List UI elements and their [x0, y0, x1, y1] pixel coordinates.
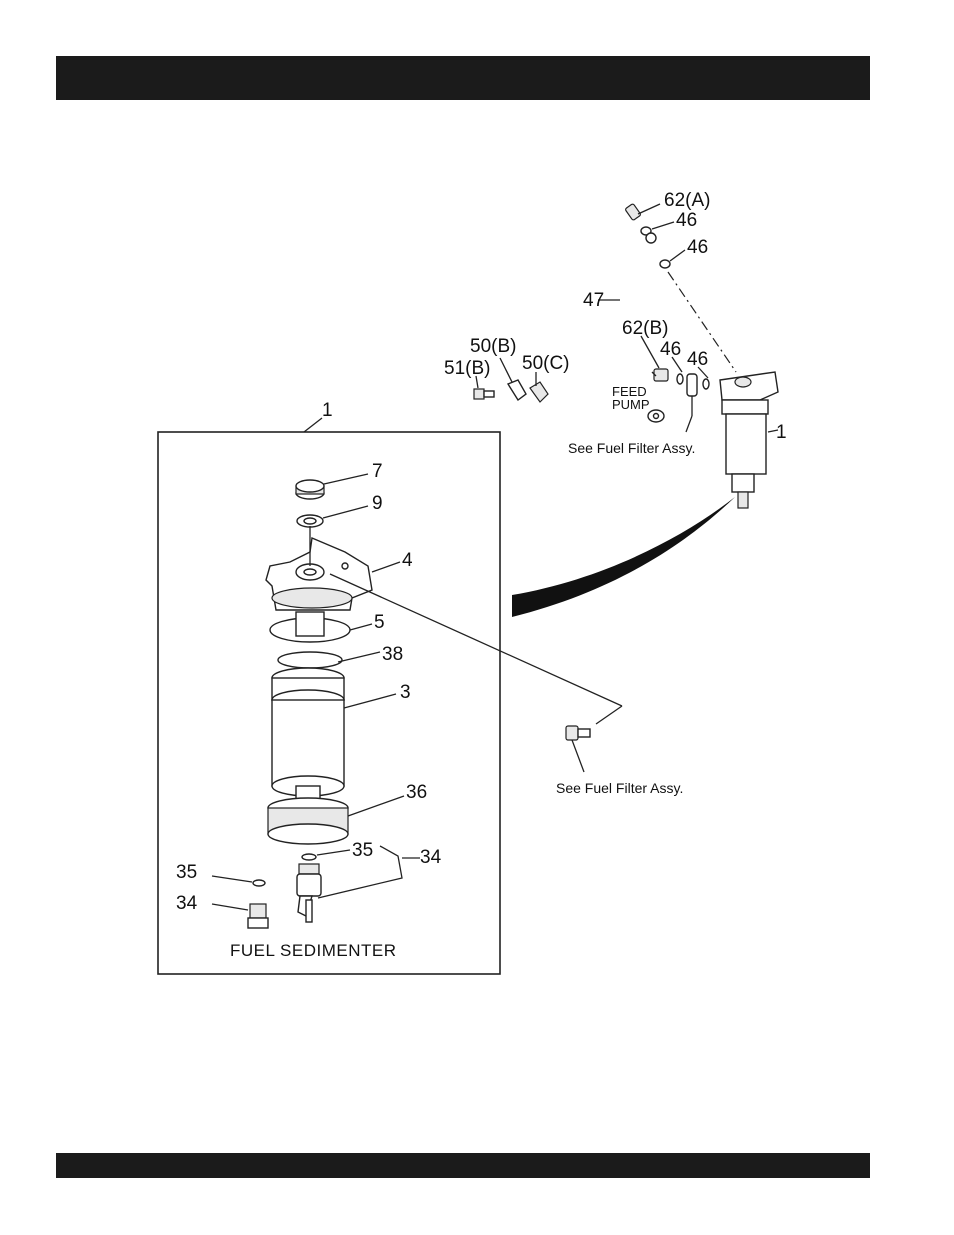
- part-46-washer-mid-a: [677, 374, 683, 384]
- callout-46-mid-b: 46: [687, 349, 708, 370]
- callout-1-box: 1: [322, 400, 333, 421]
- part-35-oring-upper: [302, 854, 316, 860]
- callout-50b: 50(B): [470, 336, 516, 357]
- callout-7: 7: [372, 461, 383, 482]
- part-3-bowl: [272, 668, 396, 804]
- part-34-drain-valve: [297, 864, 321, 922]
- part-5-oring: [270, 612, 372, 642]
- sedimenter-exploded-view: [158, 418, 622, 974]
- reference-arrow: [512, 497, 735, 617]
- part-62a-fitting: [625, 203, 660, 220]
- part-36-retaining-ring: [268, 796, 404, 844]
- part-51b-bolt: [474, 376, 494, 399]
- part-46-washer-mid-b: [703, 379, 709, 389]
- see-fuel-filter-note-bottom: See Fuel Filter Assy.: [556, 780, 683, 796]
- remote-bolt: [566, 726, 590, 772]
- part-38-ring: [278, 652, 380, 668]
- callout-62b: 62(B): [622, 318, 668, 339]
- fuel-filter-assembly-small: [720, 372, 778, 508]
- part-35-oring-lower: [253, 880, 265, 886]
- callout-46-mid-a: 46: [660, 339, 681, 360]
- callout-35-lower: 35: [176, 862, 197, 883]
- footer-bar: [56, 1153, 870, 1178]
- callout-36: 36: [406, 782, 427, 803]
- part-46-washer-right: [660, 260, 670, 268]
- part-7-plug: [296, 474, 368, 499]
- callout-5: 5: [374, 612, 385, 633]
- callout-47: 47: [583, 290, 604, 311]
- callout-62a: 62(A): [664, 190, 710, 211]
- callout-38: 38: [382, 644, 403, 665]
- callout-51b: 51(B): [444, 358, 490, 379]
- fuel-sedimenter-caption: FUEL SEDIMENTER: [230, 941, 397, 960]
- callout-34-upper: 34: [420, 847, 442, 868]
- callout-1-assembly: 1: [776, 422, 787, 443]
- callout-50c: 50(C): [522, 353, 570, 374]
- see-fuel-filter-note-top: See Fuel Filter Assy.: [568, 440, 695, 456]
- part-9-washer: [297, 506, 368, 527]
- callout-34-lower: 34: [176, 893, 198, 914]
- callout-3: 3: [400, 682, 411, 703]
- callout-46-top: 46: [676, 210, 697, 231]
- part-50c-clamp: [530, 372, 548, 402]
- callout-4: 4: [402, 550, 413, 571]
- feed-pump-label-line2: PUMP: [612, 397, 650, 412]
- eye-bolt: [686, 374, 697, 432]
- callout-35-upper: 35: [352, 840, 373, 861]
- callout-9: 9: [372, 493, 383, 514]
- part-34-fitting: [212, 904, 268, 928]
- callout-46-right: 46: [687, 237, 708, 258]
